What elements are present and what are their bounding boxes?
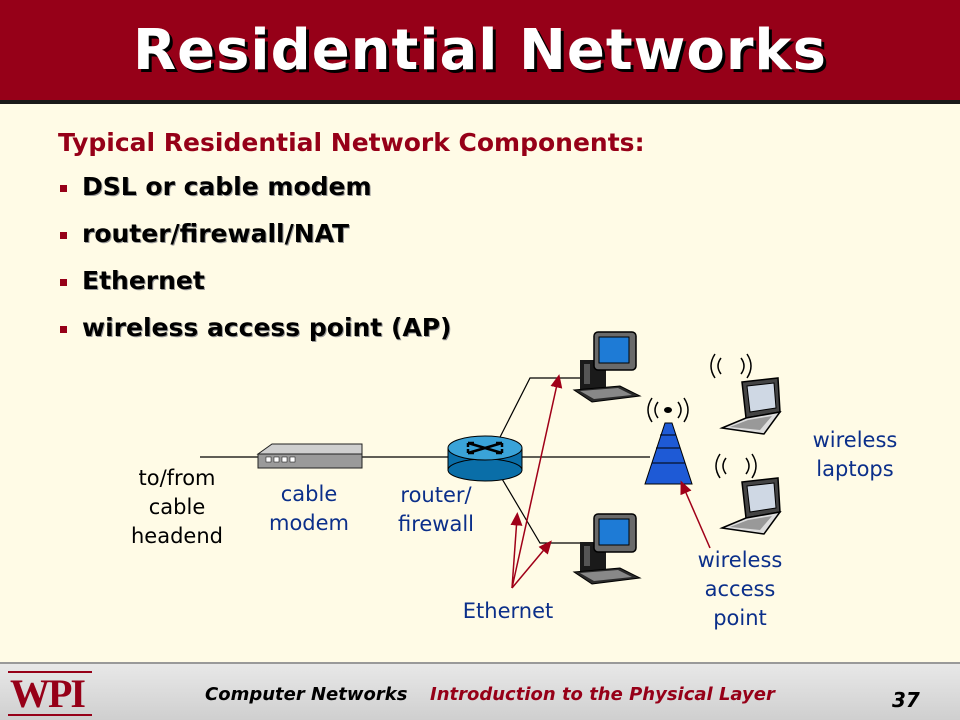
- logo-rule: [8, 714, 92, 716]
- bullet-square-icon: [60, 232, 67, 239]
- footer-bar: [0, 664, 960, 720]
- bullet-item: wireless access point (AP): [58, 313, 451, 360]
- laptop-icon: [715, 453, 781, 535]
- bullet-item: router/firewall/NAT: [58, 219, 451, 266]
- bullet-square-icon: [60, 326, 67, 333]
- slide-title: Residential Networks: [132, 18, 828, 83]
- access-point-label: wireless access point: [697, 548, 783, 630]
- bullet-list: DSL or cable modem router/firewall/NAT E…: [58, 172, 451, 360]
- headend-label: to/from cable headend: [131, 466, 223, 548]
- wireless-laptops-label: wireless laptops: [812, 428, 898, 481]
- ethernet-arrows: [510, 374, 711, 589]
- router-label: router/ firewall: [397, 483, 475, 536]
- desktop-pc-icon: [573, 331, 641, 403]
- bullet-square-icon: [60, 279, 67, 286]
- router-icon: [447, 435, 523, 482]
- wpi-logo: WPI: [10, 671, 86, 716]
- laptop-icon: [710, 353, 781, 435]
- access-point-icon: [644, 397, 693, 485]
- cable-modem-label: cable modem: [268, 482, 349, 535]
- cable-modem-icon: [256, 443, 363, 469]
- bullet-item: DSL or cable modem: [58, 172, 451, 219]
- ethernet-label: Ethernet: [462, 599, 554, 623]
- subtitle: Typical Residential Network Components:: [58, 128, 645, 157]
- desktop-pc-icon: [573, 513, 641, 585]
- footer-course: Computer Networks: [205, 684, 408, 705]
- footer-divider: [0, 662, 960, 664]
- network-diagram: [200, 331, 781, 589]
- bullet-item: Ethernet: [58, 266, 451, 313]
- bullet-square-icon: [60, 185, 67, 192]
- logo-rule: [8, 671, 92, 673]
- page-number: 37: [892, 688, 920, 712]
- footer-topic: Introduction to the Physical Layer: [430, 684, 775, 705]
- title-bar: [0, 0, 960, 104]
